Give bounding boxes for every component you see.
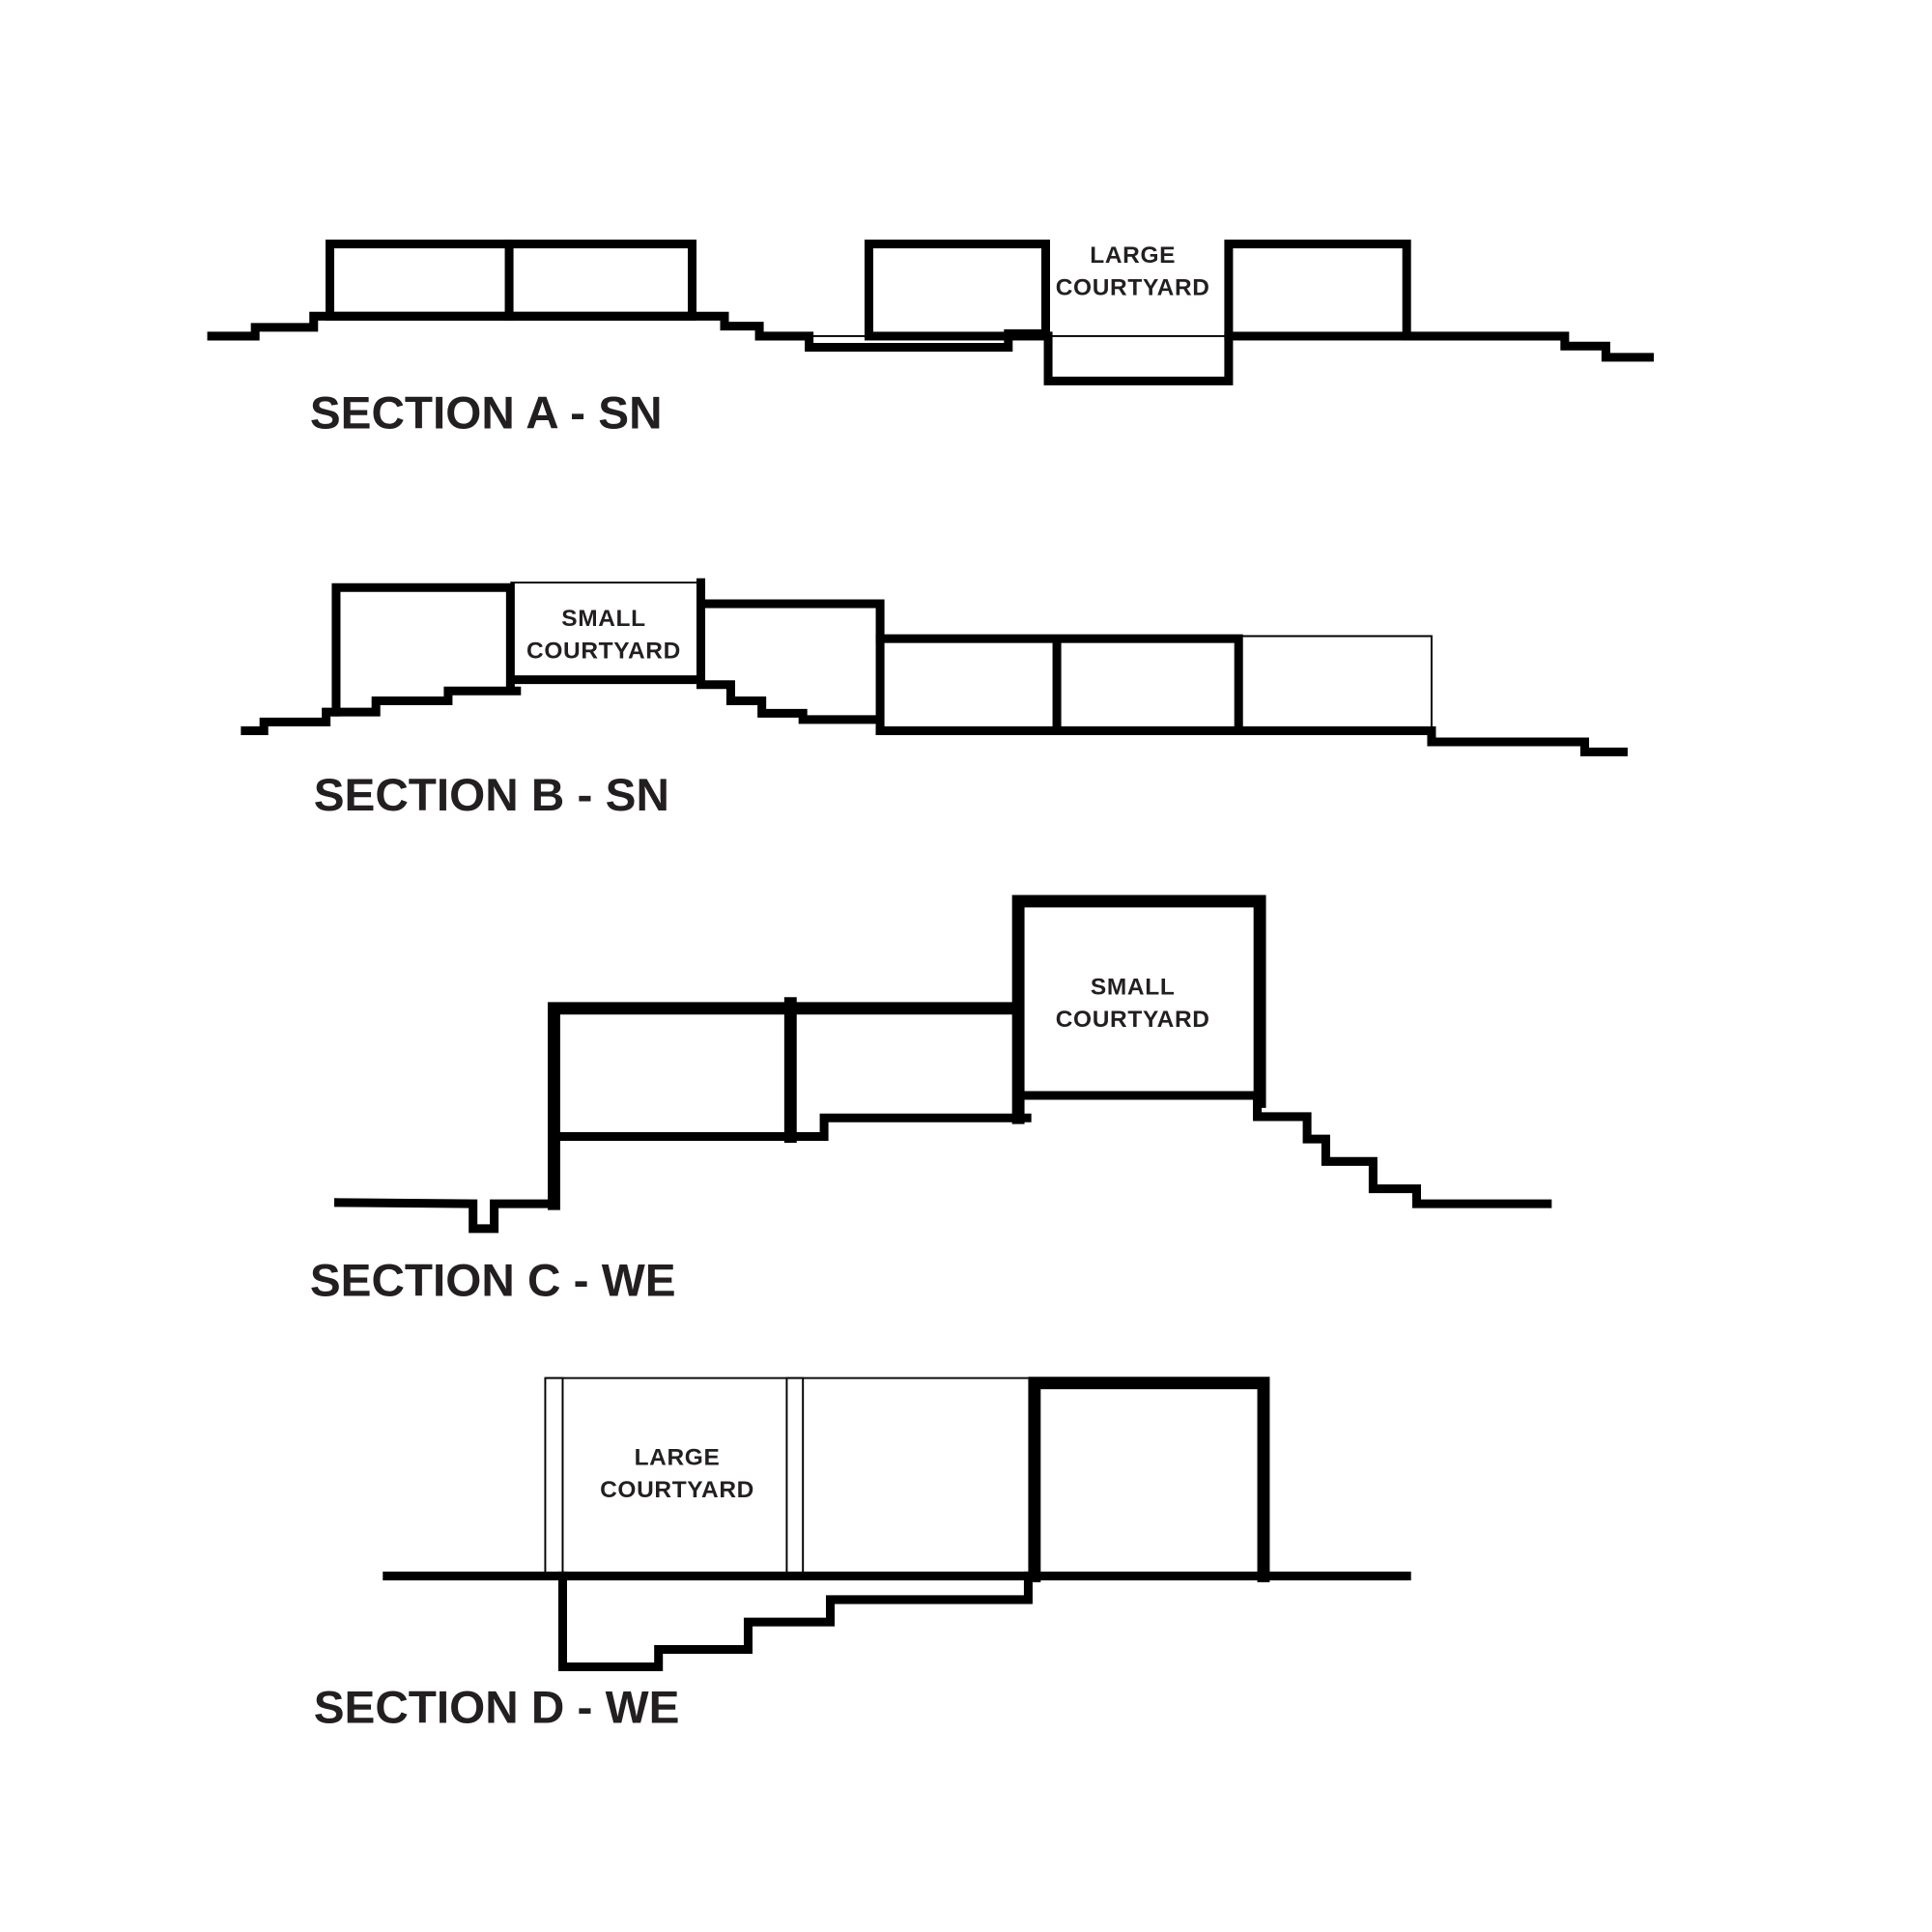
section-b: SMALL COURTYARD SECTION B - SN [241,578,1628,821]
ground-line [207,311,1050,353]
ground-line [1402,331,1654,362]
ground-line [333,1198,558,1234]
building [1028,1377,1270,1582]
building-open [1238,635,1433,731]
courtyard-box [1011,895,1266,1124]
building [864,240,1050,341]
floor [555,1113,1032,1142]
section-d: LARGE COURTYARD SECTION D - WE [314,1377,1411,1734]
ground-steps [1253,1091,1552,1208]
room-label: SMALL [561,606,645,632]
section-title: SECTION D - WE [314,1683,680,1734]
wall [696,578,883,724]
room-label: SMALL [1091,975,1175,1001]
building [701,599,885,735]
column [785,1377,805,1577]
building [548,1002,1017,1210]
building-row [875,634,1628,756]
room-label: LARGE [635,1445,721,1471]
room-label: COURTYARD [600,1477,754,1503]
underground-steps [557,1571,1033,1672]
room-label: COURTYARD [1056,274,1210,300]
ground-line [241,686,522,735]
room-label: COURTYARD [1056,1007,1210,1033]
section-title: SECTION A - SN [310,387,663,439]
sunken-courtyard [1043,331,1234,385]
section-title: SECTION B - SN [314,770,669,821]
room-label: LARGE [1090,242,1176,269]
column [544,1377,564,1577]
building [331,582,515,717]
room-label: COURTYARD [526,639,681,665]
building [1224,240,1411,341]
section-title: SECTION C - WE [310,1255,676,1306]
section-c: SMALL COURTYARD SECTION C - WE [310,895,1552,1306]
section-a: LARGE COURTYARD SECTION A - SN [207,240,1654,439]
